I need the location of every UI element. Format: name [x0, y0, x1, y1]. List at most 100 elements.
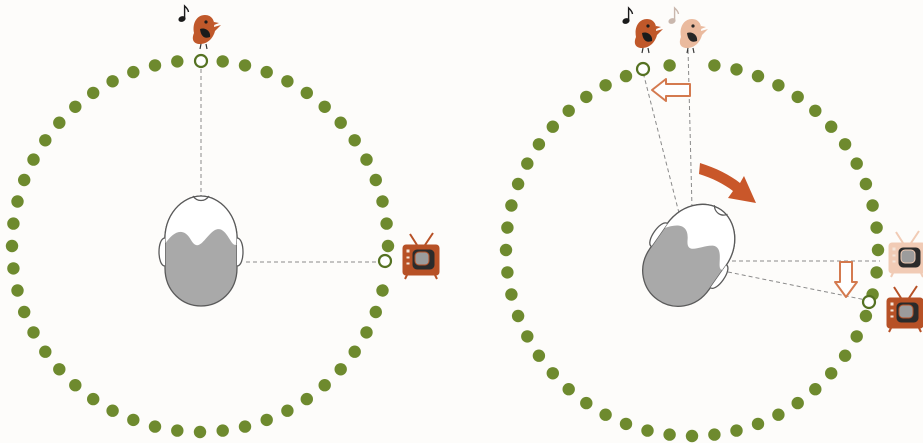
television-ghost-icon	[888, 230, 923, 278]
ring-dot	[521, 157, 534, 170]
target-marker-bird-right	[635, 61, 651, 77]
music-note-ghost-icon	[667, 7, 680, 25]
ring-dot	[27, 326, 40, 339]
ring-dot	[348, 345, 361, 358]
ring-dot	[369, 173, 382, 187]
rotation-arrow-icon	[699, 163, 756, 203]
music-note-icon	[177, 5, 190, 23]
television-icon-right	[886, 285, 923, 333]
ring-dot	[599, 79, 612, 92]
ring-dot	[730, 63, 743, 76]
ring-dot	[53, 363, 66, 376]
ring-dot	[53, 116, 66, 129]
ring-dot	[69, 100, 82, 114]
ring-dot	[300, 392, 313, 406]
ring-dot	[171, 55, 184, 68]
ring-dot	[532, 349, 546, 362]
television-icon	[402, 232, 440, 280]
ring-dot	[260, 65, 273, 79]
dot-ring-left	[5, 55, 395, 439]
ring-dot	[106, 404, 119, 417]
ring-dot	[825, 367, 838, 380]
ring-dot	[871, 243, 885, 257]
ring-dot	[599, 408, 612, 421]
ring-dot	[193, 425, 207, 439]
ring-dot	[216, 424, 229, 437]
ring-dot	[260, 413, 273, 427]
ring-dot	[381, 239, 395, 253]
ring-dot	[791, 396, 804, 410]
music-note-icon-right	[621, 7, 634, 25]
ring-dot	[376, 284, 389, 297]
ring-dot	[772, 79, 785, 92]
ring-dot	[300, 86, 313, 100]
ring-dot	[238, 420, 252, 433]
ring-dot	[380, 217, 393, 230]
ring-dot	[69, 379, 82, 392]
ring-dot	[619, 417, 633, 431]
ring-dot	[281, 404, 294, 417]
guide-line-tv-rotated	[727, 271, 867, 301]
ring-dot	[501, 266, 514, 279]
ring-dot	[708, 59, 721, 72]
ring-dot	[663, 59, 676, 72]
guide-line-bird-rotated	[642, 71, 680, 214]
ring-dot	[106, 75, 119, 88]
ring-dot	[148, 59, 162, 72]
ring-dot	[505, 199, 518, 212]
ring-dot	[318, 379, 331, 392]
ring-dot	[7, 262, 20, 275]
shift-arrow-bird-icon	[651, 78, 691, 102]
ring-dot	[5, 239, 19, 253]
ring-dot	[281, 75, 294, 88]
ring-dot	[127, 65, 140, 79]
ring-dot	[580, 396, 593, 410]
bird-ghost-icon	[679, 18, 709, 54]
ring-dot	[376, 195, 389, 208]
ring-dot	[127, 413, 140, 427]
ring-dot	[27, 153, 40, 166]
ring-dot	[171, 424, 184, 437]
bird-icon	[192, 14, 222, 50]
ring-dot	[859, 177, 873, 191]
ring-dot	[318, 100, 331, 114]
ring-dot	[866, 199, 879, 212]
bird-icon-right	[634, 18, 664, 54]
ring-dot	[360, 326, 373, 339]
ring-dot	[348, 134, 361, 147]
ring-dot	[562, 383, 575, 396]
target-marker-bird-left	[193, 53, 209, 69]
ring-dot	[39, 134, 52, 147]
ring-dot	[825, 120, 838, 133]
guide-line-bird-original	[687, 47, 693, 209]
ring-dot	[511, 309, 525, 323]
ring-dot	[505, 288, 518, 301]
ring-dot	[334, 363, 347, 376]
ring-dot	[11, 195, 24, 208]
ring-dot	[532, 138, 546, 151]
ring-dot	[11, 284, 24, 297]
ring-dot	[39, 345, 52, 358]
ring-dot	[216, 55, 229, 68]
ring-dot	[809, 383, 822, 396]
ring-dot	[838, 349, 852, 362]
ring-dot	[511, 177, 525, 191]
ring-dot	[870, 266, 883, 279]
ring-dot	[580, 90, 593, 104]
ring-dot	[18, 305, 31, 319]
ring-dot	[87, 392, 100, 406]
ring-dot	[850, 157, 863, 170]
ring-dot	[499, 243, 513, 257]
ring-dot	[7, 217, 20, 230]
ring-dot	[850, 330, 863, 343]
ring-dot	[562, 104, 575, 118]
ring-dot	[772, 408, 785, 421]
ring-dot	[685, 429, 699, 443]
ring-dot	[838, 138, 852, 151]
ring-dot	[730, 424, 743, 437]
ring-dot	[369, 305, 382, 319]
ring-dot	[870, 221, 883, 234]
ring-dot	[501, 221, 514, 234]
panel-upright	[5, 5, 440, 439]
